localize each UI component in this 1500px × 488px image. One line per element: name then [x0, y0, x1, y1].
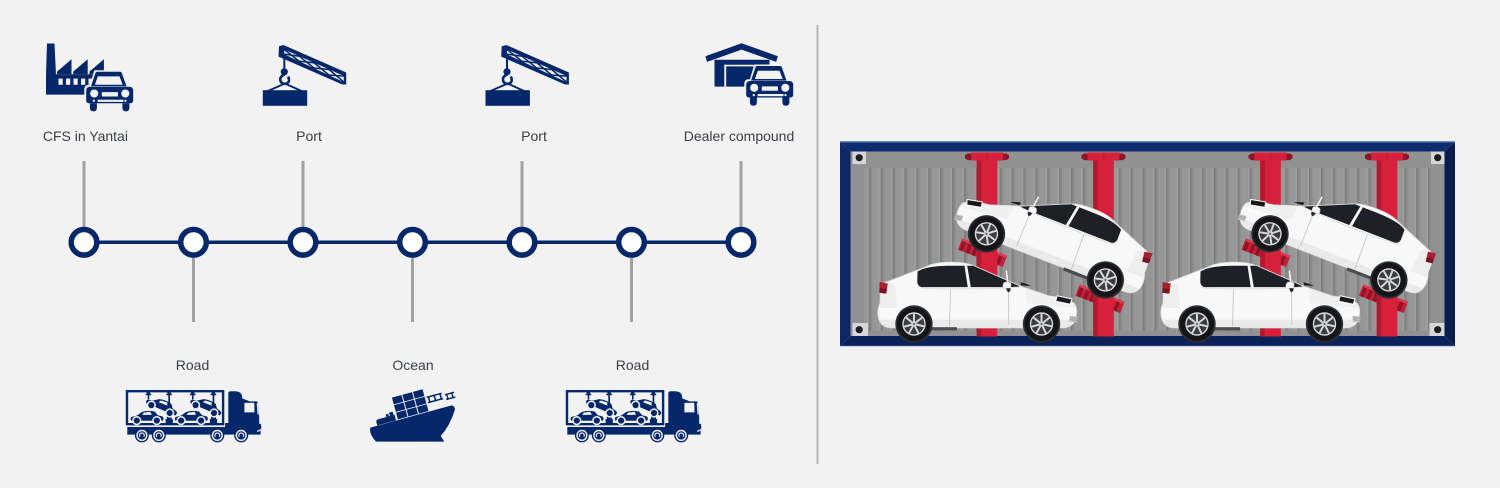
- svg-text:Port: Port: [521, 128, 547, 144]
- svg-text:Dealer compound: Dealer compound: [684, 128, 795, 144]
- svg-text:Ocean: Ocean: [392, 357, 433, 373]
- svg-text:Port: Port: [296, 128, 322, 144]
- svg-text:CFS in Yantai: CFS in Yantai: [43, 128, 128, 144]
- svg-text:Road: Road: [616, 357, 649, 373]
- svg-text:Road: Road: [176, 357, 209, 373]
